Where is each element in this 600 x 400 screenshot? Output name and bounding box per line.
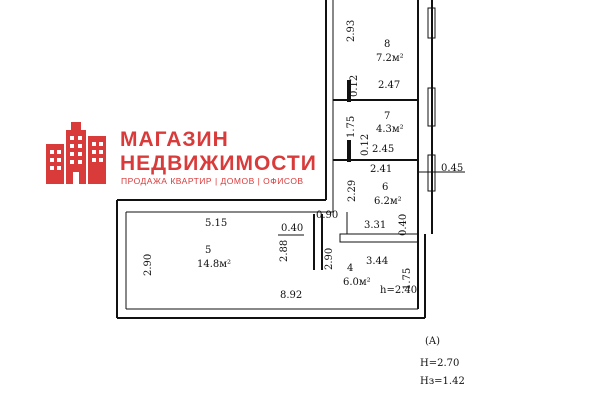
dim-0-40-a: 0.40 [398,214,409,236]
dim-2-93: 2.93 [346,20,357,42]
logo: МАГАЗИН НЕДВИЖИМОСТИ ПРОДАЖА КВАРТИР | Д… [46,122,317,186]
dim-2-88: 2.88 [279,240,290,262]
room-5-area: 14.8м² [197,259,231,270]
room-labels: 8 7.2м² 7 4.3м² 6 6.2м² 5 14.8м² 4 6.0м² [197,39,404,288]
dim-1-75-b: 1.75 [402,268,413,290]
dim-h-2-40: h=2.40 [380,285,417,296]
room-7-id: 7 [384,111,390,122]
dim-2-45: 2.45 [372,144,394,155]
room-4-area: 6.0м² [343,277,371,288]
room-8-area: 7.2м² [376,53,404,64]
room-5-id: 5 [205,245,211,256]
dim-3-44: 3.44 [366,256,388,267]
section-marker: (A) [425,336,440,347]
logo-line2: НЕДВИЖИМОСТИ [120,152,317,175]
window-room8 [427,7,436,39]
dimensions: 2.93 0.12 2.47 1.75 0.12 2.45 2.41 0.45 … [143,20,463,301]
building-icon [46,122,106,184]
room-6-area: 6.2м² [374,196,402,207]
room-4-id: 4 [347,263,353,274]
dim-2-90-b: 2.90 [324,248,335,270]
door-jamb-8 [347,80,351,102]
dim-0-45: 0.45 [441,163,463,174]
dim-0-90-a: 0.90 [316,210,338,221]
dim-2-47: 2.47 [378,80,400,91]
dim-1-75-a: 1.75 [346,116,357,138]
room-8-id: 8 [384,39,390,50]
wall-6-4 [339,233,419,243]
room-7-area: 4.3м² [376,124,404,135]
dim-2-90-a: 2.90 [143,254,154,276]
dim-5-15: 5.15 [205,218,227,229]
walls [116,0,465,319]
logo-line1: МАГАЗИН [120,128,229,151]
dim-0-12-b: 0.12 [360,134,371,156]
dim-0-12-a: 0.12 [349,75,360,97]
door-jamb-7 [347,140,351,162]
notes: (A) H=2.70 Hз=1.42 [420,336,465,387]
window-room6 [427,154,436,192]
dim-3-31: 3.31 [364,220,386,231]
room-6-id: 6 [382,182,388,193]
dim-2-29: 2.29 [347,180,358,202]
dim-0-40-b: 0.40 [281,223,303,234]
ceiling-height: H=2.70 [420,358,459,369]
dim-8-92: 8.92 [280,290,302,301]
dim-2-41: 2.41 [370,164,392,175]
ceiling-height-2: Hз=1.42 [420,376,465,387]
window-room7 [427,87,436,127]
logo-tagline: ПРОДАЖА КВАРТИР | ДОМОВ | ОФИСОВ [121,176,304,186]
